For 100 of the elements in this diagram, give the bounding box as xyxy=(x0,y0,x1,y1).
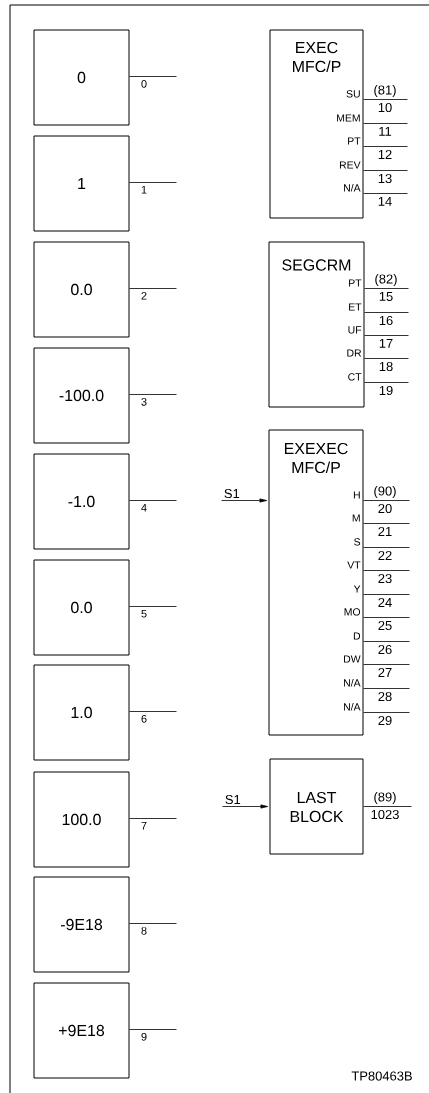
output-line xyxy=(363,641,410,642)
output-number: 1 xyxy=(141,185,147,194)
pin-label: SU xyxy=(346,90,360,98)
pin-label: DR xyxy=(347,349,362,357)
constant-box: 1.0 xyxy=(33,664,130,761)
constant-box: -1.0 xyxy=(33,453,130,550)
constant-box: 0.0 xyxy=(33,241,130,338)
block-number: (81) xyxy=(374,85,396,98)
output-line xyxy=(129,923,177,924)
constant-box: 1 xyxy=(33,135,130,232)
constant-box: 0 xyxy=(33,29,130,126)
output-line xyxy=(129,500,177,501)
output-number: 16 xyxy=(379,315,393,326)
output-line xyxy=(364,288,409,289)
output-line xyxy=(363,570,410,571)
output-line xyxy=(363,594,410,595)
output-line xyxy=(363,547,410,548)
pin-label: MEM xyxy=(337,114,360,122)
output-number: 0 xyxy=(141,79,147,88)
pin-label: N/A xyxy=(344,183,361,192)
output-line xyxy=(363,500,410,501)
constant-box: +9E18 xyxy=(33,982,130,1079)
output-line xyxy=(129,288,177,289)
input-arrow xyxy=(221,498,268,503)
output-number: 1023 xyxy=(371,809,399,820)
figure-number: TP80463B xyxy=(351,1071,412,1081)
output-number: 18 xyxy=(379,361,393,372)
output-number: 21 xyxy=(378,526,392,536)
output-number: 2 xyxy=(141,291,147,300)
output-line xyxy=(363,146,408,147)
signal-label: S1 xyxy=(224,488,240,499)
output-number: 22 xyxy=(378,550,392,560)
output-number: 12 xyxy=(378,149,392,159)
output-line xyxy=(363,617,410,618)
pin-label: REV xyxy=(339,161,361,169)
pin-label: UF xyxy=(348,326,362,334)
constant-box: -9E18 xyxy=(33,876,130,973)
pin-label: M xyxy=(352,514,360,522)
output-number: 28 xyxy=(378,691,392,702)
output-number: 13 xyxy=(378,173,392,184)
signal-label: S1 xyxy=(225,794,241,805)
pin-label: MO xyxy=(344,608,361,616)
output-number: 9 xyxy=(141,1032,147,1041)
pin-label: VT xyxy=(347,561,361,569)
input-arrow xyxy=(222,804,269,809)
output-number: 14 xyxy=(378,196,392,206)
pin-label: D xyxy=(353,632,361,640)
output-number: 7 xyxy=(141,821,147,830)
constant-box: -100.0 xyxy=(33,347,130,444)
output-number: 23 xyxy=(378,573,392,584)
block-number: (89) xyxy=(374,792,396,805)
output-line xyxy=(364,358,409,359)
pin-label: ET xyxy=(349,303,362,311)
output-line xyxy=(363,99,408,100)
pin-label: CT xyxy=(348,373,362,381)
constant-box: LAST BLOCK xyxy=(269,758,364,855)
output-number: 19 xyxy=(379,385,393,396)
block-number: (82) xyxy=(375,274,397,287)
output-line xyxy=(363,123,408,124)
output-line xyxy=(129,182,177,183)
pin-label: S xyxy=(354,538,361,546)
output-number: 24 xyxy=(378,597,392,607)
output-number: 3 xyxy=(141,397,147,406)
output-line xyxy=(129,711,177,712)
output-line xyxy=(363,688,410,689)
output-number: 6 xyxy=(141,714,147,723)
output-line xyxy=(129,1029,177,1030)
output-number: 8 xyxy=(141,926,147,935)
output-number: 27 xyxy=(378,667,392,677)
output-number: 15 xyxy=(379,291,393,301)
pin-label: DW xyxy=(344,655,361,663)
output-line xyxy=(129,818,177,819)
output-line xyxy=(363,712,410,713)
output-number: 4 xyxy=(141,503,147,512)
output-line xyxy=(129,76,177,77)
output-number: 11 xyxy=(379,126,392,136)
output-line xyxy=(363,806,412,807)
output-line xyxy=(364,382,409,383)
output-number: 5 xyxy=(141,609,147,618)
output-number: 17 xyxy=(379,338,393,348)
output-line xyxy=(363,523,410,524)
output-number: 29 xyxy=(378,715,392,726)
constant-box: 100.0 xyxy=(33,771,130,868)
pin-label: N/A xyxy=(344,702,361,711)
output-line xyxy=(364,335,409,336)
pin-label: H xyxy=(353,491,360,499)
output-line xyxy=(363,193,408,194)
constant-box: 0.0 xyxy=(33,559,130,656)
pin-label: N/A xyxy=(344,678,361,687)
output-line xyxy=(363,170,408,171)
pin-label: PT xyxy=(349,279,362,287)
output-line xyxy=(129,394,177,395)
block-number: (90) xyxy=(374,486,396,499)
output-line xyxy=(129,606,177,607)
output-number: 20 xyxy=(378,503,392,514)
output-line xyxy=(364,312,409,313)
pin-label: PT xyxy=(348,137,361,145)
pin-label: Y xyxy=(353,585,361,593)
output-line xyxy=(363,664,410,665)
output-number: 10 xyxy=(378,102,392,113)
